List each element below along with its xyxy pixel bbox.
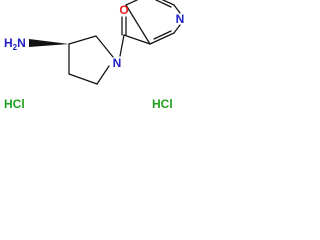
bond-n1-carbonyl [119,34,125,57]
hydrochloride-salt-label: HCl [152,97,173,111]
amine-group-label: H2N [4,36,26,52]
pyridine-nitrogen-label: N [176,12,185,26]
ring-nitrogen-label: N [113,56,122,70]
pyridine-bond-6 [125,4,151,45]
amine-nitrogen: N [17,36,26,50]
pyrrolidine-ring [68,35,114,85]
pyridine-bond-4 [161,0,175,6]
pyridine-bond-5 [125,0,139,6]
amine-hydrogen: H [4,36,13,50]
pyridine-aromatic-bond-b [154,0,172,8]
pyridine-aromatic-bond-a [153,30,172,40]
pyridine-bond-3 [173,4,181,14]
bond-c3-c2 [68,35,97,45]
pyridine-ring [125,0,181,45]
pyridine-bond-1 [149,32,175,45]
stereo-wedge-bond [29,39,69,47]
bond-c2-n1 [95,35,114,58]
carbonyl-oxygen-label: O [119,3,128,17]
bond-carbonyl-to-ring [123,34,151,45]
amine-subscript: 2 [13,43,18,52]
pyridine-bond-2 [173,24,181,34]
hydrochloride-salt-label: HCl [4,97,25,111]
bond-n1-c5 [96,65,110,85]
bond-c5-c4 [68,73,98,85]
chemical-structure-diagram: H2N N O N HCl HCl [4,0,185,111]
